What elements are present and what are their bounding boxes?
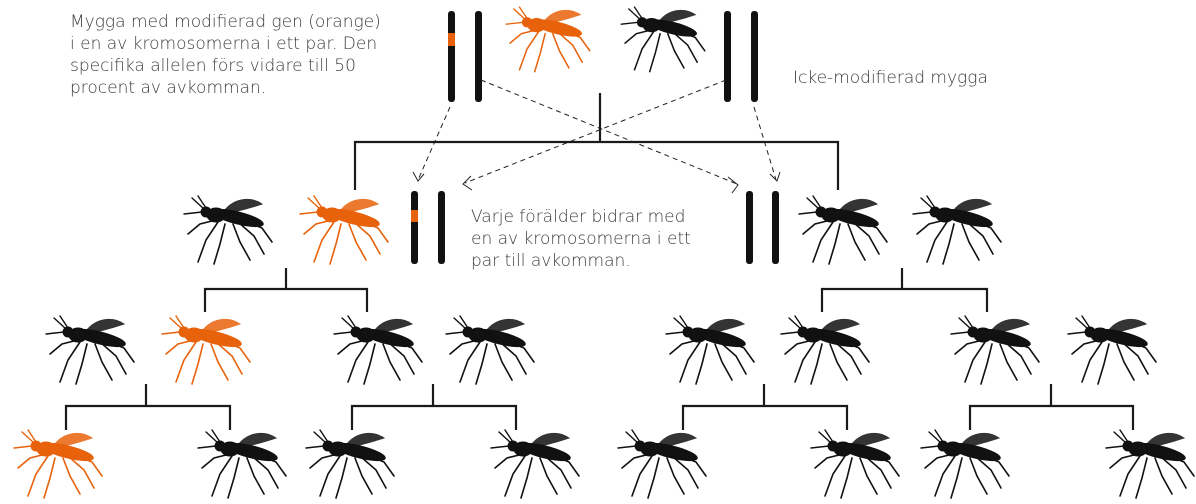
mosquito-icon (334, 316, 422, 384)
chromosome-modified-segment (411, 210, 418, 222)
mosquito-icon (621, 7, 705, 72)
mosquito-icon (913, 196, 1001, 264)
chromosome-icon (724, 11, 731, 102)
mosquito-icon (811, 430, 899, 498)
mosquito-icon (162, 316, 250, 384)
mosquito-icon (1068, 316, 1156, 384)
mosquito-icon (184, 196, 272, 264)
mosquito-icon (491, 430, 579, 498)
mosquito-icon (921, 430, 1009, 498)
arrow (465, 80, 726, 183)
mosquito-icon (46, 316, 134, 384)
chromosome-pair-modified-parent (448, 11, 482, 102)
mosquito-icon (781, 316, 869, 384)
modified-mosquito-caption: Mygga med modifierad gen (orange) i en a… (70, 11, 450, 99)
chromosome-icon (751, 11, 758, 102)
mosquito-icon (446, 316, 534, 384)
chromosome-icon (772, 191, 779, 264)
chromosome-icon (411, 191, 418, 264)
mosquito-icon (951, 316, 1039, 384)
mosquito-icon (14, 430, 102, 498)
arrow (418, 107, 450, 180)
chromosome-pair-offspring-left (411, 191, 445, 264)
parent-contribution-caption: Varje förälder bidrar med en av kromosom… (471, 206, 771, 272)
mosquito-icon (618, 430, 706, 498)
chromosome-icon (475, 11, 482, 102)
unmodified-mosquito-caption: Icke-modifierad mygga (793, 67, 988, 89)
arrow (481, 80, 737, 184)
mosquito-icon (300, 196, 388, 264)
arrow-heads (413, 172, 780, 193)
mosquito-icon (799, 196, 887, 264)
mosquito-icon (306, 430, 394, 498)
chromosome-pair-normal-parent (724, 11, 758, 102)
arrow (754, 107, 776, 180)
mosquito-icon (1106, 430, 1194, 498)
mosquito-icon (198, 430, 286, 498)
inheritance-arrows (418, 80, 776, 184)
mosquito-icon (666, 316, 754, 384)
mosquito-icon (506, 7, 590, 72)
chromosome-icon (438, 191, 445, 264)
